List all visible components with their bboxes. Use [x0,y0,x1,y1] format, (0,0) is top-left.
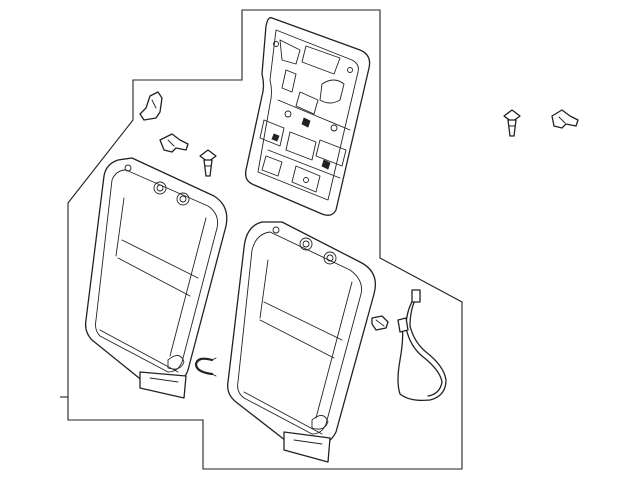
hook-clip-left [159,133,189,153]
group-boundary [67,9,463,470]
cable-connector [371,315,389,331]
seat-back-cover-left [84,157,228,399]
release-cable [397,289,447,402]
seat-back-frame [244,17,371,216]
seat-back-cover-right [227,221,377,463]
retaining-ring [194,357,217,377]
hook-clip-right [551,109,579,129]
trim-clip [139,91,163,121]
push-pin-left [199,149,217,177]
push-pin-right [503,109,521,137]
